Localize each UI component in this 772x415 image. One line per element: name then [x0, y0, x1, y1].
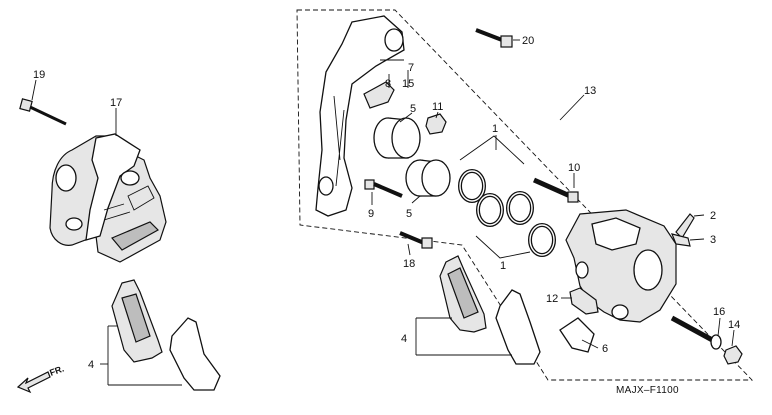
front-direction-arrow: [16, 371, 51, 394]
front-direction-label: FR.: [48, 364, 65, 378]
callout-6: 6: [602, 343, 608, 355]
callout-20: 20: [522, 35, 534, 47]
callout-9: 9: [368, 208, 374, 220]
callout-18: 18: [403, 258, 415, 270]
pin-16: [670, 315, 722, 350]
callout-14: 14: [728, 319, 740, 331]
callout-1-upper: 1: [492, 123, 498, 135]
pin-9: [364, 179, 403, 198]
bolt-19: [19, 98, 67, 126]
callout-7: 7: [408, 62, 414, 74]
bolt-10: [532, 177, 579, 203]
callout-15: 15: [402, 78, 414, 90]
bleed-screw-2: [675, 213, 695, 239]
callout-12: 12: [546, 293, 558, 305]
bleed-cap-3: [671, 233, 691, 247]
callout-16: 16: [713, 306, 725, 318]
diagram-code: MAJX–F1100: [616, 385, 679, 396]
piston-seals-1: [458, 169, 556, 257]
callout-5-upper: 5: [410, 103, 416, 115]
bolt-12: [569, 287, 599, 315]
callout-17: 17: [110, 97, 122, 109]
callout-4-right: 4: [401, 333, 407, 345]
callout-11: 11: [432, 101, 443, 113]
caliper-kit-outline: [296, 9, 754, 381]
brake-pads-right: [439, 255, 541, 365]
bleeder-11: [425, 113, 447, 135]
assembled-caliper-17: [49, 133, 167, 263]
callout-13: 13: [584, 85, 596, 97]
pad-retainer-6: [559, 317, 595, 353]
piston-5-lower: [405, 159, 451, 197]
callout-8: 8: [385, 78, 391, 90]
pad-spring-8: [363, 81, 395, 109]
callout-4-left: 4: [88, 359, 94, 371]
callout-1-lower: 1: [500, 260, 506, 272]
caliper-body: [565, 209, 677, 323]
callout-2: 2: [710, 210, 716, 222]
piston-5-upper: [373, 117, 421, 159]
callout-19: 19: [33, 69, 45, 81]
caliper-bracket: [315, 15, 405, 217]
leader-lines: [31, 39, 735, 386]
callout-3: 3: [710, 234, 716, 246]
callout-5-lower: 5: [406, 208, 412, 220]
nut-14: [723, 345, 743, 365]
callout-10: 10: [568, 162, 580, 174]
brake-pads-left: [111, 279, 221, 391]
bolt-18: [399, 231, 433, 249]
bolt-20: [475, 28, 513, 48]
